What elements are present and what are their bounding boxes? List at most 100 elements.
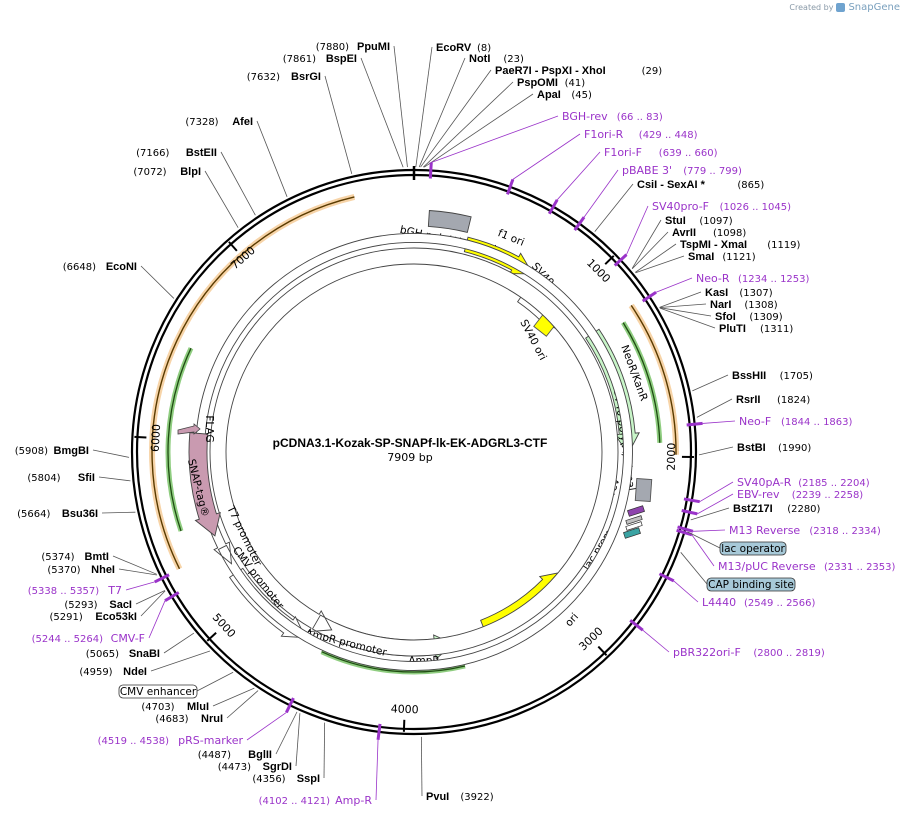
site-pluti[interactable]: PluTI(1311) [659,307,793,335]
site-noti[interactable]: NotI(23) [418,53,524,168]
primer-bgh-rev[interactable]: BGH-rev(66 .. 83) [428,110,663,179]
primer-leader [125,581,155,591]
boxed-cap-binding-site[interactable]: CAP binding site [680,552,796,592]
site-position: (1119) [767,240,800,251]
feature-flag[interactable] [177,423,201,435]
feature-sv40-polya[interactable] [634,478,653,503]
site-position: (1121) [722,252,755,263]
primer-range: (779 .. 799) [683,166,742,177]
site-nhei[interactable]: NheI(5370) [47,564,157,576]
site-sfoi[interactable]: SfoI(1309) [659,307,783,323]
restriction-sites[interactable]: EcoRV(8)NotI(23)PaeR7I - PspXI - XhoI(29… [15,41,821,803]
site-bsshii[interactable]: BssHII(1705) [692,370,813,392]
site-snabi[interactable]: SnaBI(5065) [86,632,195,660]
site-bsu36i[interactable]: Bsu36I(5664) [17,508,136,520]
site-csii-sexai-[interactable]: CsiI - SexAI *(865) [594,179,765,232]
site-pvui[interactable]: PvuI(3922) [420,736,494,803]
site-name: NheI [91,564,115,576]
tick-label-4000: 4000 [390,702,418,716]
primer-leader [697,493,734,515]
site-tspmi-xmai[interactable]: TspMI - XmaI(1119) [635,239,801,273]
primer-ebv-rev[interactable]: EBV-rev(2239 .. 2258) [681,488,864,516]
site-bsteii[interactable]: BstEII(7166) [136,147,256,216]
primer-name: M13/pUC Reverse [718,560,816,573]
site-leader [659,307,712,317]
site-leader [418,57,466,168]
feature-bgh-polya[interactable] [427,210,472,233]
feature-t7-promoter[interactable] [195,233,633,671]
site-sfii[interactable]: SfiI(5804) [27,472,131,484]
feature-ampr-promoter[interactable] [209,247,619,657]
primer-name: Neo-F [739,415,771,428]
boxed-cmv-enhancer[interactable]: CMV enhancer [118,671,234,699]
site-ndei[interactable]: NdeI(4959) [79,650,211,678]
site-leader [118,568,157,576]
primer-mark [613,253,628,267]
site-bglii[interactable]: BglII(4487) [198,711,298,761]
primer-amp-r[interactable]: Amp-R(4102 .. 4121) [259,723,382,807]
site-kasi[interactable]: KasI(1307) [659,287,773,308]
site-position: (29) [642,66,663,77]
primer-neo-f[interactable]: Neo-F(1844 .. 1863) [686,415,853,428]
site-position: (7880) [316,42,349,53]
primer-t7[interactable]: T7(5338 .. 5357) [28,573,170,597]
site-bsrgi[interactable]: BsrGI(7632) [247,71,353,174]
site-apai[interactable]: ApaI(45) [423,89,592,168]
site-leader [698,446,734,456]
site-sspi[interactable]: SspI(4356) [252,722,326,785]
boxed-lac-operator[interactable]: lac operator [687,531,787,556]
site-name: StuI [665,215,686,227]
site-nrui[interactable]: NruI(4683) [155,690,259,725]
primer-m13-reverse[interactable]: M13 Reverse(2318 .. 2334) [677,524,881,537]
site-blpi[interactable]: BlpI(7072) [133,166,239,228]
site-saci[interactable]: SacI(5293) [64,590,166,611]
primer-f1ori-r[interactable]: F1ori-R(429 .. 448) [506,128,698,195]
site-bstbi[interactable]: BstBI(1990) [698,442,811,456]
primer-pbabe-3-[interactable]: pBABE 3'(779 .. 799) [573,164,742,231]
primer-l4440[interactable]: L4440(2549 .. 2566) [658,572,816,609]
site-smai[interactable]: SmaI(1121) [635,251,756,274]
primer-sv40pro-f[interactable]: SV40pro-F(1026 .. 1045) [613,200,791,267]
site-paer7i-pspxi-xhoi[interactable]: PaeR7I - PspXI - XhoI(29) [420,65,663,168]
primers[interactable]: BGH-rev(66 .. 83)F1ori-R(429 .. 448)F1or… [28,110,896,807]
primer-leader [375,739,379,801]
site-ppumi[interactable]: PpuMI(7880) [316,41,408,168]
site-position: (5293) [64,600,97,611]
site-sgrdi[interactable]: SgrDI(4473) [218,713,301,773]
primer-pbr322ori-f[interactable]: pBR322ori-F(2800 .. 2819) [629,619,825,659]
primer-name: CMV-F [111,632,145,645]
feature-m13-rev[interactable] [627,505,645,517]
primer-range: (2549 .. 2566) [744,598,816,609]
primer-neo-r[interactable]: Neo-R(1234 .. 1253) [641,272,810,303]
primer-cmv-f[interactable]: CMV-F(5244 .. 5264) [32,591,180,645]
site-stui[interactable]: StuI(1097) [631,215,733,269]
primer-prs-marker[interactable]: pRS-marker(4519 .. 4538) [98,697,295,747]
boxed-label: CMV enhancer [120,686,197,698]
site-afei[interactable]: AfeI(7328) [185,116,288,197]
tick-label-6000: 6000 [149,424,163,453]
site-bmti[interactable]: BmtI(5374) [41,551,157,575]
site-econi[interactable]: EcoNI(6648) [63,261,175,299]
site-eco53ki[interactable]: Eco53kI(5291) [50,590,166,623]
site-ecorv[interactable]: EcoRV(8) [415,42,491,168]
primer-name: SV40pA-R [737,476,792,489]
site-bmgbi[interactable]: BmgBI(5908) [15,445,130,458]
primer-m13-puc-reverse[interactable]: M13/pUC Reverse(2331 .. 2353) [676,528,896,573]
feature-lac-operator-mark [625,515,643,525]
site-bstz17i[interactable]: BstZ17I(2280) [690,503,821,521]
site-mlui[interactable]: MluI(4703) [141,687,255,713]
primer-name: Amp-R [335,794,372,807]
site-bspei[interactable]: BspEI(7861) [283,53,404,168]
site-avrii[interactable]: AvrII(1098) [631,227,746,270]
primer-f1ori-f[interactable]: F1ori-F(639 .. 660) [547,146,718,215]
site-leader [659,291,702,308]
site-position: (5065) [86,649,119,660]
site-rsrii[interactable]: RsrII(1824) [696,394,810,418]
site-nari[interactable]: NarI(1308) [659,299,778,311]
primer-mark [285,697,295,714]
credit-brand: SnapGene [848,2,900,13]
site-pspomi[interactable]: PspOMI(41) [423,77,585,168]
site-leader [92,449,130,458]
primer-sv40pa-r[interactable]: SV40pA-R(2185 .. 2204) [683,476,870,504]
